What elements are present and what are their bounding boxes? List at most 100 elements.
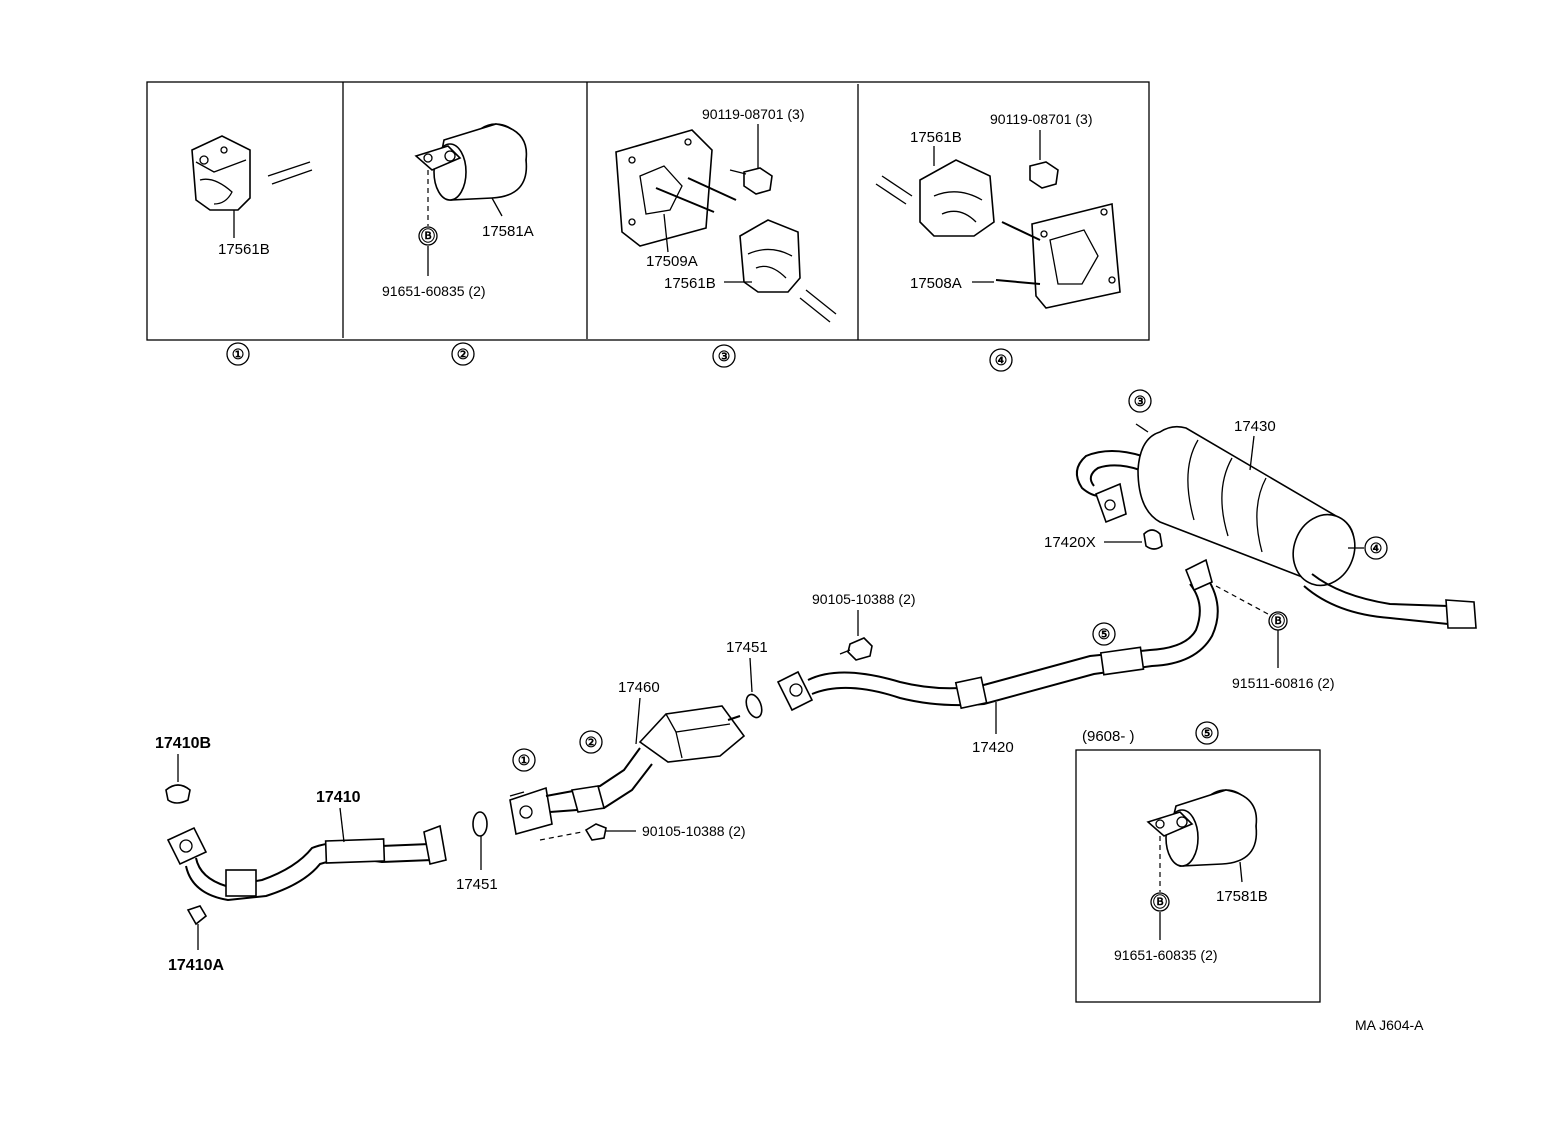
detail-panels: 17561B ① 17581A Ⓑ 91651-60835 (2) ②	[146, 81, 1150, 372]
inset-part-91651: 91651-60835 (2)	[1114, 947, 1218, 963]
main-index-4: ④	[1370, 540, 1383, 556]
main-assembly: ③ 17430 ④ 17420X ⑤ 17420 Ⓑ 91511-60816 (…	[155, 389, 1477, 974]
inset-panel-5: (9608- ) ⑤ 17581B Ⓑ 91651-60835 (2)	[1075, 721, 1321, 1003]
converter-body	[638, 705, 746, 763]
hanger-rod-drawing	[267, 161, 313, 185]
bolt-90105-bottom-drawing	[584, 823, 607, 841]
panel-1: 17561B ①	[191, 135, 313, 366]
gasket-17410b-drawing	[165, 784, 191, 804]
main-index-3-circle	[1128, 389, 1152, 413]
nut-17410a-drawing	[186, 905, 208, 926]
panel-4-index-circle	[989, 348, 1013, 372]
exhaust-support-17581a-drawing	[414, 123, 528, 201]
bolt-90105-top-drawing	[847, 637, 873, 661]
label-91511: 91511-60816 (2)	[1232, 675, 1334, 691]
label-90105-bottom: 90105-10388 (2)	[642, 823, 746, 839]
gasket-17451-top-drawing	[745, 693, 763, 719]
label-17430: 17430	[1234, 418, 1276, 435]
front-pipe-heat-shield	[324, 838, 386, 864]
panel-2-bolt-b-circle	[418, 226, 438, 246]
main-index-5: ⑤	[1098, 626, 1111, 642]
bolt-90119-drawing-2	[1029, 161, 1059, 189]
front-pipe-17410	[166, 824, 447, 902]
panel-3-part-90119: 90119-08701 (3)	[702, 106, 804, 122]
muffler-tail-tip	[1445, 599, 1477, 629]
panel-3-part-17509a: 17509A	[646, 253, 698, 270]
muffler-inlet-pipe	[1075, 450, 1143, 497]
main-index-2: ②	[585, 734, 598, 750]
panel-2-index-circle	[451, 342, 475, 366]
panel-4-index: ④	[995, 352, 1008, 368]
gasket-17420x-drawing	[1143, 529, 1163, 550]
bolt-90105-bottom-dashed-leader	[539, 831, 583, 841]
bolt-90119-drawing	[729, 167, 773, 195]
panel-2-index: ②	[457, 346, 470, 362]
front-pipe-rear-flange	[423, 824, 447, 865]
rubber-hanger-17561b-drawing	[191, 135, 251, 211]
converter-joint	[570, 785, 606, 813]
panel-3-part-17561b: 17561B	[664, 275, 716, 292]
panel-3-index: ③	[718, 348, 731, 364]
center-pipe-front-flange	[776, 670, 814, 712]
label-17451-top: 17451	[726, 639, 768, 656]
panel-4-part-90119: 90119-08701 (3)	[990, 111, 1092, 127]
diagram-code: MA J604-A	[1355, 1017, 1424, 1033]
panel-1-index-circle	[226, 342, 250, 366]
bracket-plate-17508a-drawing	[995, 202, 1121, 309]
panels-frame	[146, 81, 1150, 341]
panel-2-bolt-b: Ⓑ	[421, 228, 435, 244]
main-index-4-circle	[1364, 536, 1388, 560]
label-17410b: 17410B	[155, 735, 211, 752]
panel-4-part-17561b: 17561B	[910, 129, 962, 146]
panel-2: 17581A Ⓑ 91651-60835 (2) ②	[382, 123, 534, 366]
center-pipe-rear-flange	[1184, 558, 1213, 592]
panel-2-part-17581a: 17581A	[482, 223, 534, 240]
panel-3: 90119-08701 (3) 17509A	[615, 106, 837, 368]
label-17420: 17420	[972, 739, 1014, 756]
hanger-rod-drawing-2	[799, 289, 837, 323]
bracket-plate-17509a-drawing	[615, 129, 737, 247]
label-17410a: 17410A	[168, 957, 224, 974]
label-17410: 17410	[316, 789, 361, 806]
muffler-end-cap	[1292, 513, 1356, 587]
panel-1-part-17561b: 17561B	[218, 241, 270, 258]
inset-index: ⑤	[1201, 725, 1214, 741]
label-90105-top: 90105-10388 (2)	[812, 591, 916, 607]
inset-bolt-b-circle	[1150, 892, 1170, 912]
label-17460: 17460	[618, 679, 660, 696]
muffler-inlet-flange	[1094, 482, 1127, 524]
front-pipe-joint	[225, 869, 257, 897]
main-bolt-b: Ⓑ	[1271, 613, 1285, 629]
rubber-hanger-17561b-drawing-2	[739, 219, 801, 293]
inset-frame	[1075, 749, 1321, 1003]
converter-front-flange	[509, 786, 553, 836]
muffler-hanger-rod	[1135, 423, 1149, 433]
panel-3-index-circle	[712, 344, 736, 368]
main-index-3: ③	[1134, 393, 1147, 409]
catalytic-converter-17460	[509, 705, 746, 836]
center-pipe-resonator	[1099, 646, 1145, 676]
front-pipe-flange	[166, 826, 208, 866]
panel-2-part-91651: 91651-60835 (2)	[382, 283, 486, 299]
label-17420x: 17420X	[1044, 534, 1096, 551]
center-pipe-17420	[776, 558, 1219, 712]
center-pipe-joint	[954, 676, 988, 710]
muffler-17430	[1075, 423, 1477, 629]
main-index-5-circle	[1092, 622, 1116, 646]
panel-1-index: ①	[232, 346, 245, 362]
inset-part-17581b: 17581B	[1216, 888, 1268, 905]
panel-4: 17561B 90119-08701 (3)	[875, 111, 1121, 372]
rubber-hanger-17561b-drawing-3	[919, 159, 995, 237]
bolt-91511-dashed-leader	[1215, 585, 1269, 615]
gasket-17451-bottom-drawing	[472, 811, 488, 837]
label-17451-bottom: 17451	[456, 876, 498, 893]
inset-bolt-b: Ⓑ	[1153, 894, 1167, 910]
inset-index-circle	[1195, 721, 1219, 745]
hanger-rod-drawing-3	[875, 175, 913, 205]
panel-4-part-17508a: 17508A	[910, 275, 962, 292]
exhaust-support-17581b-drawing	[1146, 789, 1258, 867]
inset-label: (9608- )	[1082, 728, 1135, 745]
main-index-2-circle	[579, 730, 603, 754]
main-index-1-circle	[512, 748, 536, 772]
